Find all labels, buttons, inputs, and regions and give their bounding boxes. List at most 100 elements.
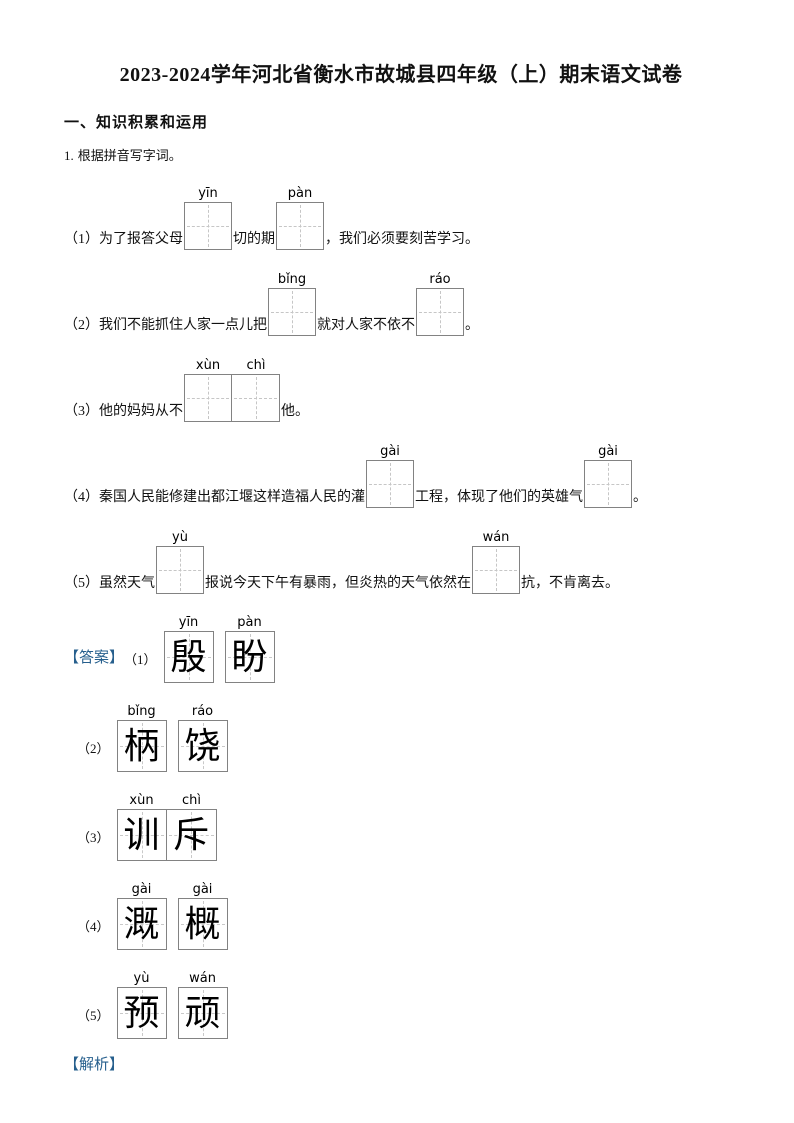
answer-number: （2） <box>77 741 110 756</box>
answer-row-4: （4） gài 溉 gài 概 <box>77 882 738 950</box>
question-line-1: （1）为了报答父母 yīn 切的期 pàn ，我们必须要刻苦学习。 <box>64 186 738 250</box>
question-text: 。 <box>465 318 479 333</box>
pinyin-label: gài <box>598 444 618 459</box>
pinyin-label: bǐng <box>127 704 156 719</box>
pinyin-label: gài <box>131 882 152 897</box>
answer-cell: gài 溉 <box>116 882 167 950</box>
answer-character: 盼 <box>231 637 268 677</box>
pinyin-label: bǐng <box>277 272 307 287</box>
question-line-2: （2）我们不能抓住人家一点儿把 bǐng 就对人家不依不 ráo 。 <box>64 272 738 336</box>
answer-character: 溉 <box>123 904 160 944</box>
writing-box <box>184 202 232 250</box>
pinyin-row: xùn chì <box>184 358 280 374</box>
writing-box <box>584 460 632 508</box>
answer-cell: bǐng 柄 <box>116 704 167 772</box>
question-text: 就对人家不依不 <box>317 318 415 333</box>
pinyin-writing-box: gài <box>366 444 414 508</box>
pinyin-writing-box: yīn <box>184 186 232 250</box>
item-instruction: 根据拼音写字词。 <box>77 148 182 163</box>
analysis-label: 【解析】 <box>64 1057 125 1073</box>
answer-cell: chì 斥 <box>166 793 217 861</box>
answer-character: 顽 <box>184 993 221 1033</box>
answer-box: 殷 <box>163 631 214 683</box>
answer-box: 预 <box>116 987 167 1039</box>
pinyin-label: pàn <box>237 615 262 630</box>
answer-cell: yīn 殷 <box>163 615 214 683</box>
question-text: 他。 <box>281 404 309 419</box>
pinyin-label: xùn <box>129 793 154 808</box>
answer-row-1: 【答案】 （1） yīn 殷 pàn 盼 <box>64 615 738 683</box>
pinyin-writing-box: wán <box>472 530 520 594</box>
question-text: ，我们必须要刻苦学习。 <box>325 232 479 247</box>
answer-box: 溉 <box>116 898 167 950</box>
answer-cell: xùn 训 <box>116 793 167 861</box>
pinyin-label: chì <box>182 793 202 808</box>
answer-cell: gài 概 <box>177 882 228 950</box>
answer-character: 柄 <box>123 726 160 766</box>
answer-character: 预 <box>123 993 160 1033</box>
answer-box: 斥 <box>166 809 217 861</box>
answer-label: 【答案】 <box>64 650 125 666</box>
answer-number: （1） <box>124 652 157 667</box>
writing-box-row <box>184 374 280 422</box>
pinyin-label: yù <box>133 971 150 986</box>
writing-box <box>472 546 520 594</box>
question-text: 报说今天下午有暴雨，但炎热的天气依然在 <box>205 576 471 591</box>
answer-cell: ráo 饶 <box>177 704 228 772</box>
pinyin-label: gài <box>192 882 213 897</box>
writing-box <box>416 288 464 336</box>
question-line-3: （3）他的妈妈从不 xùn chì 他。 <box>64 358 738 422</box>
answer-cell: wán 顽 <box>177 971 228 1039</box>
question-text: （4）秦国人民能修建出都江堰这样造福人民的灌 <box>64 490 365 505</box>
pinyin-label: wán <box>482 530 510 545</box>
writing-box <box>232 374 280 422</box>
question-line-4: （4）秦国人民能修建出都江堰这样造福人民的灌 gài 工程，体现了他们的英雄气 … <box>64 444 738 508</box>
question-text: （2）我们不能抓住人家一点儿把 <box>64 318 267 333</box>
pinyin-writing-box: pàn <box>276 186 324 250</box>
pinyin-label: ráo <box>429 272 451 287</box>
answer-character: 殷 <box>170 637 207 677</box>
answer-row-2: （2） bǐng 柄 ráo 饶 <box>77 704 738 772</box>
exam-title: 2023-2024学年河北省衡水市故城县四年级（上）期末语文试卷 <box>119 64 683 86</box>
answer-number: （5） <box>77 1008 110 1023</box>
answer-row-3: （3） xùn 训 chì 斥 <box>77 793 738 861</box>
writing-box <box>184 374 232 422</box>
section-heading: 一、知识积累和运用 <box>64 114 209 131</box>
question-item: 1.根据拼音写字词。 <box>64 145 738 164</box>
answer-character: 概 <box>184 904 221 944</box>
pinyin-writing-box: yù <box>156 530 204 594</box>
answer-box: 概 <box>177 898 228 950</box>
question-line-5: （5）虽然天气 yù 报说今天下午有暴雨，但炎热的天气依然在 wán 抗，不肯离… <box>64 530 738 594</box>
answer-box: 饶 <box>177 720 228 772</box>
answer-row-5: （5） yù 预 wán 顽 <box>77 971 738 1039</box>
writing-box <box>156 546 204 594</box>
answer-cell: yù 预 <box>116 971 167 1039</box>
question-text: 切的期 <box>233 232 275 247</box>
answer-character: 斥 <box>173 815 210 855</box>
pinyin-label: xùn <box>195 358 221 373</box>
pinyin-writing-box: bǐng <box>268 272 316 336</box>
answer-character: 饶 <box>184 726 221 766</box>
item-number: 1. <box>64 148 74 163</box>
question-text: （5）虽然天气 <box>64 576 155 591</box>
writing-box <box>276 202 324 250</box>
writing-box <box>366 460 414 508</box>
pinyin-label: wán <box>189 971 216 986</box>
answer-cell: pàn 盼 <box>224 615 275 683</box>
answer-number: （3） <box>77 830 110 845</box>
answer-box: 盼 <box>224 631 275 683</box>
answer-box: 柄 <box>116 720 167 772</box>
pinyin-label: pàn <box>287 186 313 201</box>
question-text: （3）他的妈妈从不 <box>64 404 183 419</box>
answer-number: （4） <box>77 919 110 934</box>
answer-box: 训 <box>116 809 167 861</box>
pinyin-label: chì <box>246 358 266 373</box>
question-text: 。 <box>633 490 647 505</box>
answer-character: 训 <box>123 815 160 855</box>
question-text: 工程，体现了他们的英雄气 <box>415 490 583 505</box>
question-text: 抗，不肯离去。 <box>521 576 619 591</box>
question-text: （1）为了报答父母 <box>64 232 183 247</box>
pinyin-writing-box-group: xùn chì <box>184 358 280 422</box>
pinyin-label: yīn <box>198 186 218 201</box>
